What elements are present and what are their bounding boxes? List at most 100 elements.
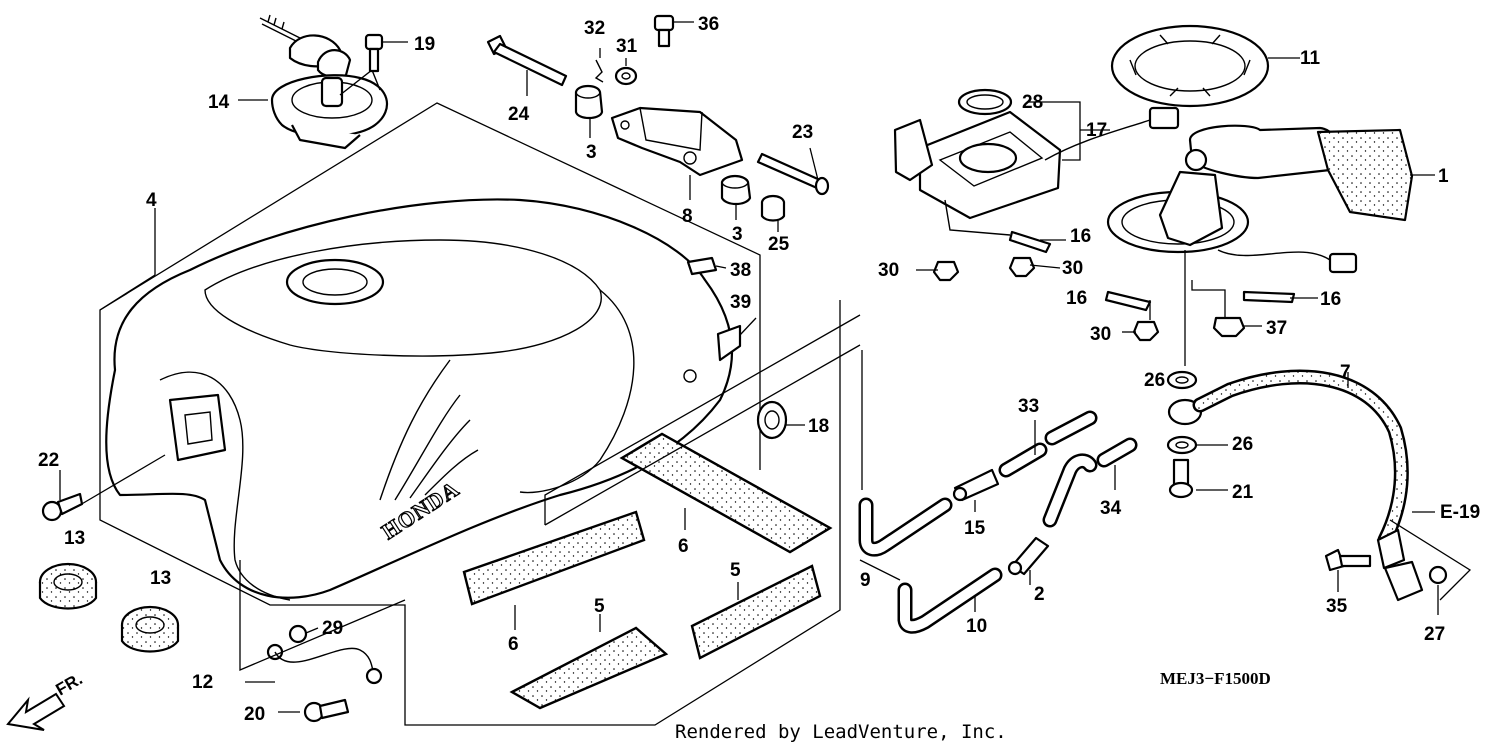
pin-23[interactable]: [756, 152, 830, 196]
bolt-21[interactable]: [1168, 458, 1194, 499]
foam-pad-5-right[interactable]: [690, 564, 822, 660]
callout-4[interactable]: 4: [146, 190, 157, 211]
callout-31[interactable]: 31: [616, 36, 638, 57]
callout-2[interactable]: 2: [1034, 584, 1045, 605]
callout-32[interactable]: 32: [584, 18, 605, 39]
bolt-22[interactable]: [41, 492, 84, 522]
joint-2[interactable]: [1007, 536, 1050, 576]
rubber-13-left[interactable]: [38, 562, 98, 610]
callout-11[interactable]: 11: [1300, 48, 1321, 69]
nut-30-b[interactable]: [1008, 256, 1036, 278]
stay-16-a[interactable]: [1008, 230, 1052, 254]
callout-23[interactable]: 23: [792, 122, 813, 143]
callout-8[interactable]: 8: [682, 206, 693, 227]
collar-3-lower[interactable]: [720, 174, 752, 206]
setting-plate-11[interactable]: [1110, 24, 1270, 108]
cushion-38[interactable]: [686, 256, 718, 276]
callout-37[interactable]: 37: [1266, 318, 1287, 339]
rubber-13-right[interactable]: [120, 605, 180, 653]
callout-9[interactable]: 9: [860, 570, 871, 591]
callout-38[interactable]: 38: [730, 260, 751, 281]
nut-29[interactable]: [288, 624, 308, 644]
joint-15[interactable]: [952, 468, 1000, 502]
credit-text: Rendered by LeadVenture, Inc.: [675, 721, 1007, 743]
o-ring-28[interactable]: [957, 88, 1013, 116]
foam-pad-6-lower[interactable]: [462, 510, 646, 606]
fuel-level-sender-17[interactable]: [893, 106, 1180, 236]
hose-34[interactable]: [1042, 437, 1138, 528]
nut-30-c[interactable]: [1132, 320, 1160, 342]
fuel-tank[interactable]: HONDA: [99, 102, 841, 726]
seal-39[interactable]: [716, 324, 742, 362]
reference-e19[interactable]: E-19: [1440, 502, 1480, 523]
hose-33[interactable]: [998, 410, 1098, 478]
callout-6-upper[interactable]: 6: [678, 536, 689, 557]
callout-22[interactable]: 22: [38, 450, 59, 471]
callout-6-lower[interactable]: 6: [508, 634, 519, 655]
fuel-hose-10[interactable]: [897, 567, 1003, 634]
callout-30-a[interactable]: 30: [878, 260, 899, 281]
fuel-pump-1[interactable]: [1106, 124, 1414, 274]
callout-16-c[interactable]: 16: [1320, 289, 1341, 310]
washer-31[interactable]: [614, 66, 638, 86]
washer-26-lower[interactable]: [1166, 435, 1198, 455]
callout-26-lower[interactable]: 26: [1232, 434, 1253, 455]
callout-1[interactable]: 1: [1438, 166, 1449, 187]
collar-3-upper[interactable]: [574, 84, 604, 120]
fuel-hose-9[interactable]: [858, 497, 953, 557]
tank-bracket-8[interactable]: [610, 106, 744, 177]
callout-29[interactable]: 29: [322, 618, 343, 639]
callout-10[interactable]: 10: [966, 616, 987, 637]
callout-36[interactable]: 36: [698, 14, 719, 35]
callout-16-b[interactable]: 16: [1066, 288, 1087, 309]
bolt-20[interactable]: [303, 698, 350, 723]
rubber-25[interactable]: [760, 194, 786, 222]
callout-28[interactable]: 28: [1022, 92, 1043, 113]
bolt-36[interactable]: [653, 14, 675, 48]
callout-24[interactable]: 24: [508, 104, 530, 125]
callout-30-b[interactable]: 30: [1062, 258, 1083, 279]
callout-12[interactable]: 12: [192, 672, 213, 693]
callout-13-left[interactable]: 13: [64, 528, 85, 549]
callout-33[interactable]: 33: [1018, 396, 1039, 417]
washer-26-upper[interactable]: [1166, 370, 1198, 390]
callout-21[interactable]: 21: [1232, 482, 1254, 503]
callout-34[interactable]: 34: [1100, 498, 1122, 519]
foam-pad-6-upper[interactable]: [619, 432, 833, 554]
callout-20[interactable]: 20: [244, 704, 265, 725]
callout-3-lower[interactable]: 3: [732, 224, 743, 245]
callout-14[interactable]: 14: [208, 92, 230, 113]
callout-5-right[interactable]: 5: [730, 560, 741, 581]
clip-32[interactable]: [594, 59, 604, 83]
callout-18[interactable]: 18: [808, 416, 829, 437]
nut-30-a[interactable]: [932, 260, 960, 282]
callout-15[interactable]: 15: [964, 518, 986, 539]
callout-39[interactable]: 39: [730, 292, 751, 313]
stay-16-c[interactable]: [1242, 290, 1296, 304]
foam-pad-5-lower[interactable]: [509, 626, 669, 710]
fuel-filler-cap[interactable]: [259, 14, 389, 150]
ground-wire-12[interactable]: [239, 560, 406, 685]
clip-27[interactable]: [1428, 565, 1448, 585]
fuel-feed-hose-7[interactable]: [1167, 369, 1424, 602]
callout-30-c[interactable]: 30: [1090, 324, 1111, 345]
stay-16-b[interactable]: [1104, 290, 1152, 312]
bolt-35[interactable]: [1324, 548, 1372, 572]
callout-26-upper[interactable]: 26: [1144, 370, 1165, 391]
callout-13-right[interactable]: 13: [150, 568, 171, 589]
callout-3-upper[interactable]: 3: [586, 142, 597, 163]
callout-17[interactable]: 17: [1086, 120, 1107, 141]
callout-19[interactable]: 19: [414, 34, 435, 55]
callout-25[interactable]: 25: [768, 234, 790, 255]
grommet-18[interactable]: [756, 400, 788, 440]
diagram-code: MEJ3−F1500D: [1160, 669, 1271, 688]
callout-27[interactable]: 27: [1424, 624, 1445, 645]
callout-16-a[interactable]: 16: [1070, 226, 1091, 247]
bolt-24[interactable]: [486, 34, 568, 87]
grommet-37[interactable]: [1212, 316, 1246, 338]
leader-lines: [59, 21, 1439, 713]
bolt-19[interactable]: [364, 33, 384, 73]
callout-7[interactable]: 7: [1340, 362, 1351, 383]
callout-35[interactable]: 35: [1326, 596, 1348, 617]
callout-5-lower[interactable]: 5: [594, 596, 605, 617]
